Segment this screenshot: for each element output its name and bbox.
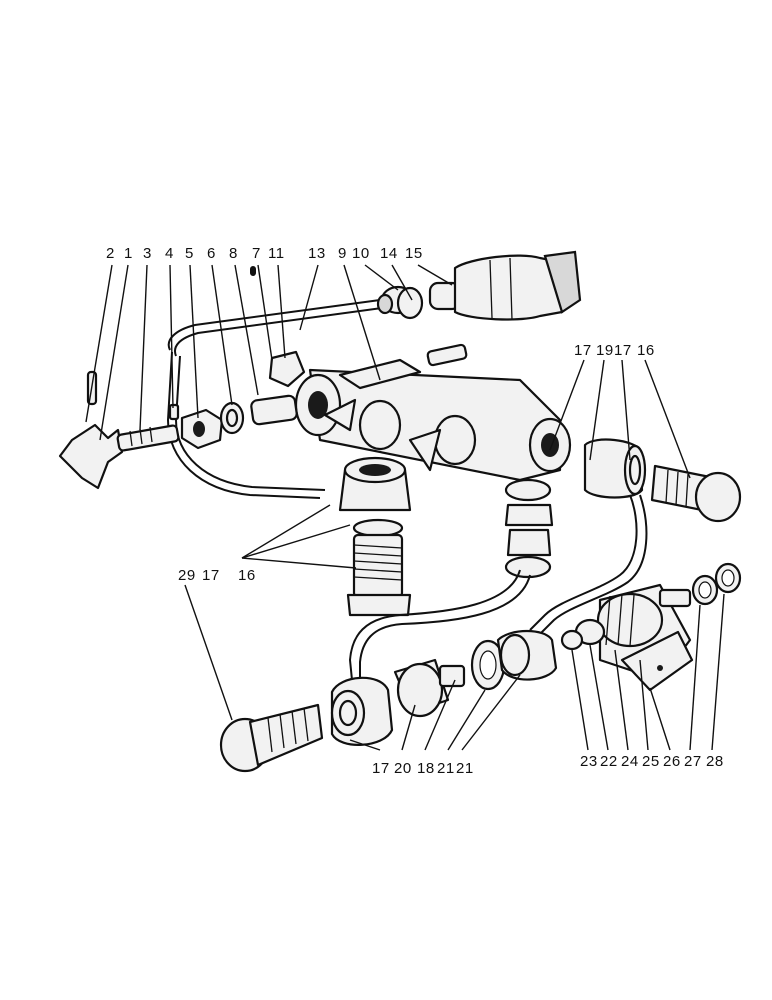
- lower-union-body: [393, 658, 466, 718]
- label-27: 27: [684, 753, 702, 770]
- label-25: 25: [642, 753, 660, 770]
- banjo-fitting-left: [338, 456, 412, 538]
- lower-banjo-eye: [496, 630, 558, 681]
- injector-body: [428, 250, 582, 321]
- label-17c: 17: [202, 567, 220, 584]
- distributor-block: [294, 358, 572, 482]
- label-8: 8: [229, 245, 238, 262]
- label-9: 9: [338, 245, 347, 262]
- label-18: 18: [417, 760, 435, 777]
- lower-fuel-pipe: [348, 569, 531, 682]
- pipe-union-nut: [376, 285, 424, 320]
- label-2: 2: [106, 245, 115, 262]
- label-29: 29: [178, 567, 196, 584]
- return-fuel-pipe: [529, 494, 648, 637]
- label-28: 28: [706, 753, 724, 770]
- label-24: 24: [621, 753, 639, 770]
- label-15: 15: [405, 245, 423, 262]
- label-20: 20: [394, 760, 412, 777]
- label-4: 4: [165, 245, 174, 262]
- banjo-bolt-left: [346, 533, 412, 617]
- washer-set: [168, 401, 245, 450]
- labels-bottom-center: 17 20 18 21 21: [372, 760, 474, 777]
- label-6: 6: [207, 245, 216, 262]
- label-17b: 17: [614, 342, 632, 359]
- labels-bottom-right: 23 22 24 25 26 27 28: [580, 753, 724, 770]
- lower-washer-pair: [470, 639, 506, 691]
- banjo-bolt-right: [650, 464, 742, 523]
- label-16b: 16: [238, 567, 256, 584]
- hex-nut: [268, 350, 306, 388]
- label-5: 5: [185, 245, 194, 262]
- label-17d: 17: [372, 760, 390, 777]
- leader-lines: [85, 264, 725, 751]
- small-bolt: [426, 343, 468, 367]
- fitting-adapter: [250, 394, 298, 426]
- marker-dot: [250, 266, 256, 276]
- label-1: 1: [124, 245, 133, 262]
- label-19: 19: [596, 342, 614, 359]
- label-7: 7: [252, 245, 261, 262]
- sealing-washers-right: [691, 562, 742, 606]
- label-17a: 17: [574, 342, 592, 359]
- label-14: 14: [380, 245, 398, 262]
- labels-middle-left: 29 17 16: [178, 567, 256, 584]
- sleeve-fitting: [583, 438, 647, 499]
- label-22: 22: [600, 753, 618, 770]
- label-11: 11: [268, 245, 285, 262]
- valve-stack-center: [504, 478, 554, 579]
- labels-top-left: 2 1 3 4 5 6 8 7 11 13 9 10 14 15: [106, 245, 423, 276]
- banjo-bolt-lower-left: [219, 703, 324, 773]
- flange-plate: [620, 630, 694, 692]
- lower-banjo-fitting: [330, 676, 394, 746]
- label-26: 26: [663, 753, 681, 770]
- label-16: 16: [637, 342, 655, 359]
- label-3: 3: [143, 245, 152, 262]
- label-21b: 21: [456, 760, 474, 777]
- knurled-knob: [58, 423, 124, 490]
- labels-top-right: 17 19 17 16: [574, 342, 655, 359]
- label-23: 23: [580, 753, 598, 770]
- label-21a: 21: [437, 760, 455, 777]
- threaded-stud: [116, 424, 180, 452]
- label-13: 13: [308, 245, 326, 262]
- label-10: 10: [352, 245, 370, 262]
